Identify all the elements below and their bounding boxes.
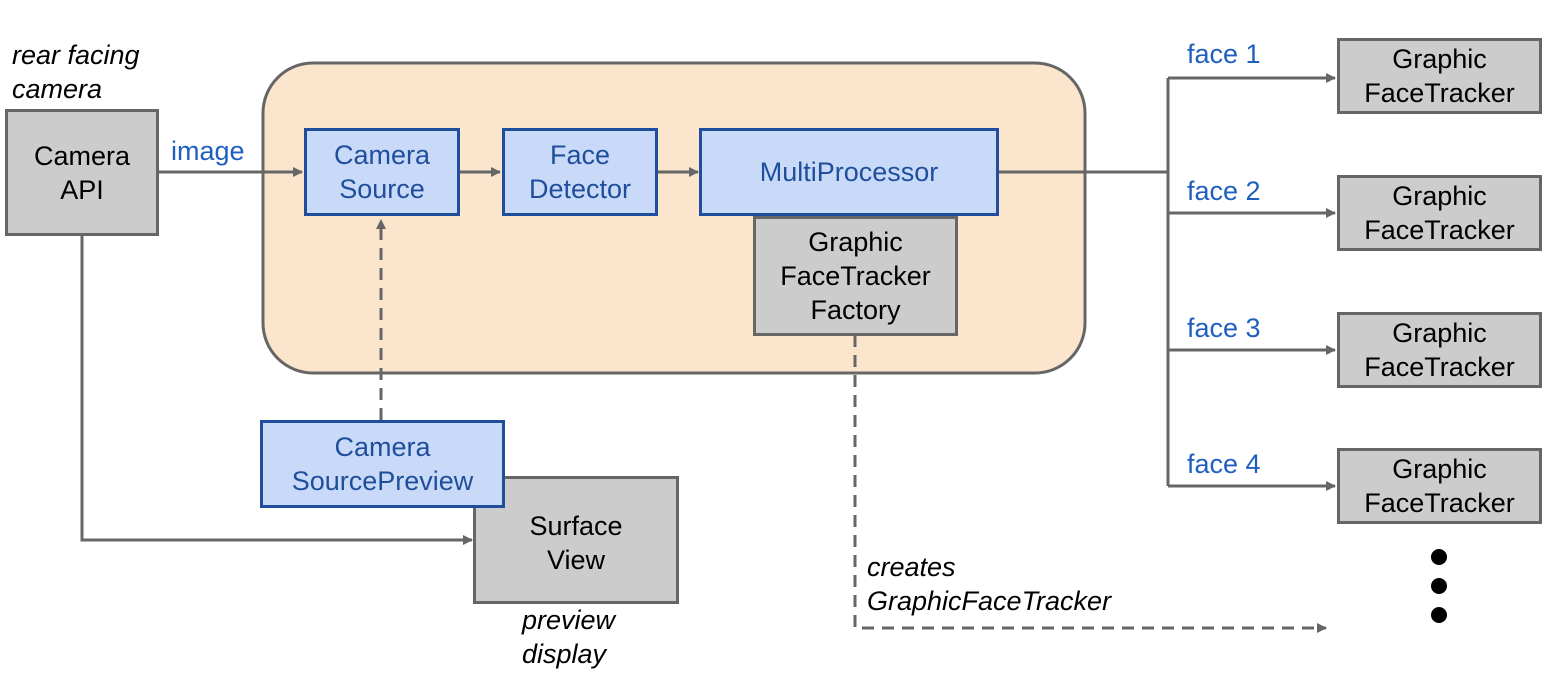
face-3-tracker-line-2: FaceTracker bbox=[1364, 352, 1515, 382]
preview-caption-line-2: display bbox=[522, 639, 607, 669]
ellipsis-dot-2 bbox=[1431, 578, 1447, 594]
ellipsis-dot-3 bbox=[1431, 607, 1447, 623]
surface-view-node: Surface View bbox=[473, 476, 679, 604]
camera-source-node: Camera Source bbox=[304, 128, 460, 216]
camera-api-line-1: Camera bbox=[33, 140, 131, 171]
creates-caption-line-2: GraphicFaceTracker bbox=[867, 586, 1112, 616]
face-detector-node: Face Detector bbox=[502, 128, 658, 216]
camera-source-preview-node: Camera SourcePreview bbox=[260, 420, 505, 508]
creates-caption: creates GraphicFaceTracker bbox=[867, 550, 1111, 618]
camera-api-node: Camera API bbox=[5, 109, 159, 236]
surface-view-line-2: View bbox=[546, 545, 606, 575]
face-detector-line-2: Detector bbox=[528, 174, 632, 204]
camera-source-line-1: Camera bbox=[333, 140, 431, 170]
tracker-factory-node: Graphic FaceTracker Factory bbox=[753, 216, 958, 336]
face-1-tracker-line-2: FaceTracker bbox=[1364, 78, 1515, 108]
preview-caption: preview display bbox=[522, 603, 615, 671]
camera-caption-line-1: rear facing bbox=[12, 40, 140, 70]
surface-view-line-1: Surface bbox=[529, 511, 623, 541]
tracker-factory-line-2: FaceTracker bbox=[780, 261, 931, 291]
face-4-tracker-line-2: FaceTracker bbox=[1364, 488, 1515, 518]
face-3-label: face 3 bbox=[1187, 313, 1261, 343]
face-1-label: face 1 bbox=[1187, 39, 1261, 69]
tracker-factory-line-3: Factory bbox=[810, 295, 901, 325]
face-1-tracker-line-1: Graphic bbox=[1392, 44, 1487, 74]
camera-api-line-2: API bbox=[60, 174, 104, 205]
camera-source-preview-line-1: Camera bbox=[334, 432, 431, 462]
face-2-tracker-line-1: Graphic bbox=[1392, 181, 1487, 211]
camera-source-preview-line-2: SourcePreview bbox=[291, 466, 474, 496]
creates-caption-line-1: creates bbox=[867, 552, 956, 582]
preview-caption-line-1: preview bbox=[522, 605, 616, 635]
face-2-tracker-node: Graphic FaceTracker bbox=[1337, 175, 1542, 251]
camera-source-line-2: Source bbox=[339, 174, 425, 204]
face-2-tracker-line-2: FaceTracker bbox=[1364, 215, 1515, 245]
face-detector-line-1: Face bbox=[549, 140, 611, 170]
creates-dashed-arrow bbox=[853, 335, 1327, 633]
face-4-tracker-line-1: Graphic bbox=[1392, 454, 1487, 484]
image-label: image bbox=[171, 136, 245, 166]
face-1-tracker-node: Graphic FaceTracker bbox=[1337, 38, 1542, 114]
pipeline-container bbox=[261, 61, 1087, 375]
multiprocessor-line-1: MultiProcessor bbox=[759, 157, 939, 187]
camera-caption: rear facing camera bbox=[12, 38, 140, 106]
face-3-tracker-node: Graphic FaceTracker bbox=[1337, 312, 1542, 388]
face-2-label: face 2 bbox=[1187, 176, 1261, 206]
ellipsis-dot-1 bbox=[1431, 549, 1447, 565]
camera-caption-line-2: camera bbox=[12, 74, 103, 104]
camera-to-surface-arrow bbox=[80, 235, 473, 545]
face-4-label: face 4 bbox=[1187, 449, 1261, 479]
face-4-tracker-node: Graphic FaceTracker bbox=[1337, 448, 1542, 524]
face-3-tracker-line-1: Graphic bbox=[1392, 318, 1487, 348]
tracker-factory-line-1: Graphic bbox=[808, 227, 903, 257]
multiprocessor-node: MultiProcessor bbox=[699, 128, 999, 216]
